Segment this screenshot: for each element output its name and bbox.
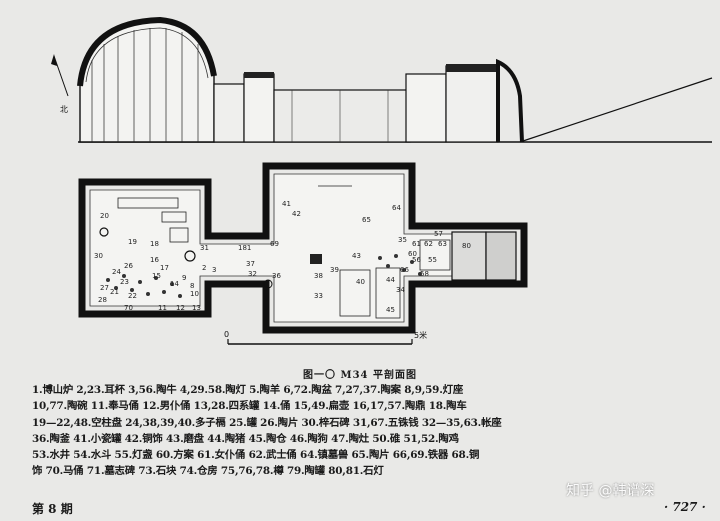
plan-number: 61	[412, 240, 421, 248]
plan-number: 33	[314, 292, 323, 300]
issue-number: 第 8 期	[32, 502, 73, 516]
plan-number: 17	[160, 264, 169, 272]
plan-number: 32	[248, 270, 257, 278]
plan-number: 26	[124, 262, 133, 270]
plan-number: 45	[386, 306, 395, 314]
plan-number: 23	[120, 278, 129, 286]
figure-caption: 图一〇 M34 平剖面图	[303, 370, 417, 381]
plan-number: 62	[424, 240, 433, 248]
plan-number: 44	[386, 276, 395, 284]
plan-number: 2	[202, 264, 206, 272]
plan-number: 30	[94, 252, 103, 260]
plan-number: 80	[462, 242, 471, 250]
plan-number: 15	[152, 272, 161, 280]
plan-number: 27	[100, 284, 109, 292]
plan-number: 65	[362, 216, 371, 224]
plan-number: 42	[292, 210, 301, 218]
plan-number: 19	[128, 238, 137, 246]
legend-line: 53.水井 54.水斗 55.灯盏 60.方案 61.女仆俑 62.武士俑 64…	[32, 449, 480, 462]
plan-number: 22	[128, 292, 137, 300]
plan-number: 39	[330, 266, 339, 274]
legend-line: 10,77.陶碗 11.奉马俑 12.男仆俑 13,28.四系罐 14.俑 15…	[32, 400, 467, 413]
plan-number: 40	[356, 278, 365, 286]
plan-number: 9	[182, 274, 186, 282]
page-number: · 727 ·	[664, 500, 706, 514]
plan-number: 38	[314, 272, 323, 280]
plan-number: 10	[190, 290, 199, 298]
watermark: 知乎 @韩谱深	[566, 483, 655, 499]
plan-number: 16	[150, 256, 159, 264]
north-label: 北	[60, 105, 68, 114]
tomb-plan-section-figure: 北 41 42	[51, 16, 713, 345]
plan-number: 13	[192, 304, 201, 312]
plan-number: 69	[270, 240, 279, 248]
plan-number: 18	[150, 240, 159, 248]
plan-number: 60	[408, 250, 417, 258]
plan-number: 70	[124, 304, 133, 312]
legend-line: 36.陶釜 41.小瓷罐 42.铜饰 43.磨盘 44.陶猪 45.陶仓 46.…	[32, 432, 459, 445]
plan-number: 8	[190, 282, 194, 290]
plan-number: 36	[272, 272, 281, 280]
section-drawing: 北	[51, 16, 713, 143]
plan-number: 34	[396, 286, 405, 294]
figure-legend: 1.博山炉 2,23.耳杯 3,56.陶牛 4,29.58.陶灯 5.陶羊 6,…	[32, 382, 708, 480]
plan-number: 35	[398, 236, 407, 244]
plan-number: 181	[238, 244, 251, 252]
plan-number: 21	[110, 288, 119, 296]
plan-number: 58	[420, 270, 429, 278]
plan-number: 12	[176, 304, 185, 312]
plan-number: 14	[170, 280, 179, 288]
scale-zero-label: 0	[224, 330, 229, 339]
plan-number: 11	[158, 304, 167, 312]
scale-bar: 0 5米	[224, 330, 427, 345]
plan-number: 37	[246, 260, 255, 268]
plan-number: 64	[392, 204, 401, 212]
plan-object-numbers: 41 42 65 64 43 20 19 30 18 16 17 15 31 2…	[94, 200, 471, 314]
plan-number: 28	[98, 296, 107, 304]
legend-line: 饰 70.马俑 71.墓志碑 73.石块 74.仓房 75,76,78.樽 79…	[32, 465, 384, 478]
plan-number: 55	[428, 256, 437, 264]
legend-line: 1.博山炉 2,23.耳杯 3,56.陶牛 4,29.58.陶灯 5.陶羊 6,…	[32, 384, 464, 396]
plan-number: 41	[282, 200, 291, 208]
plan-number: 63	[438, 240, 447, 248]
plan-number: 31	[200, 244, 209, 252]
plan-drawing: 41 42 65 64 43 20 19 30 18 16 17 15 31 2…	[78, 162, 528, 345]
plan-number: 57	[434, 230, 443, 238]
plan-number: 56	[412, 256, 421, 264]
legend-line: 19—22,48.空柱盘 24,38,39,40.多子槅 25.罐 26.陶片 …	[32, 416, 502, 429]
plan-number: 66	[400, 266, 409, 274]
scale-end-label: 5米	[414, 330, 427, 340]
plan-number: 20	[100, 212, 109, 220]
plan-number: 3	[212, 266, 216, 274]
plan-number: 43	[352, 252, 361, 260]
plan-number: 24	[112, 268, 121, 276]
